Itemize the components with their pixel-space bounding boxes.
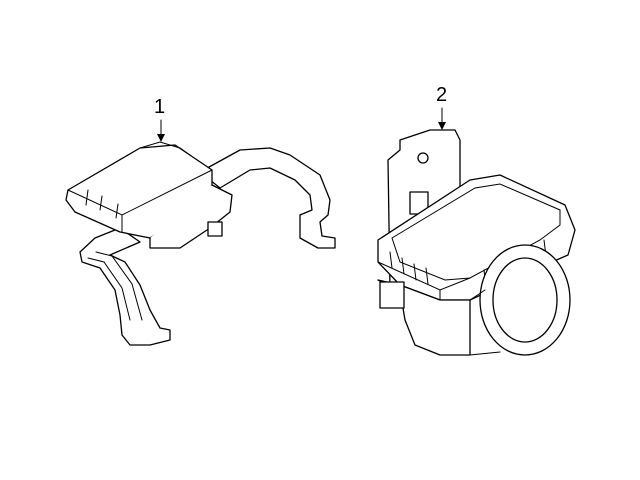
part-1-module bbox=[65, 141, 336, 346]
callout-2-label: 2 bbox=[436, 84, 448, 106]
callout-1-arrow bbox=[157, 119, 165, 142]
part-2-sensor bbox=[377, 129, 576, 356]
callout-2-arrow bbox=[438, 107, 446, 130]
callout-1-label: 1 bbox=[154, 96, 166, 118]
